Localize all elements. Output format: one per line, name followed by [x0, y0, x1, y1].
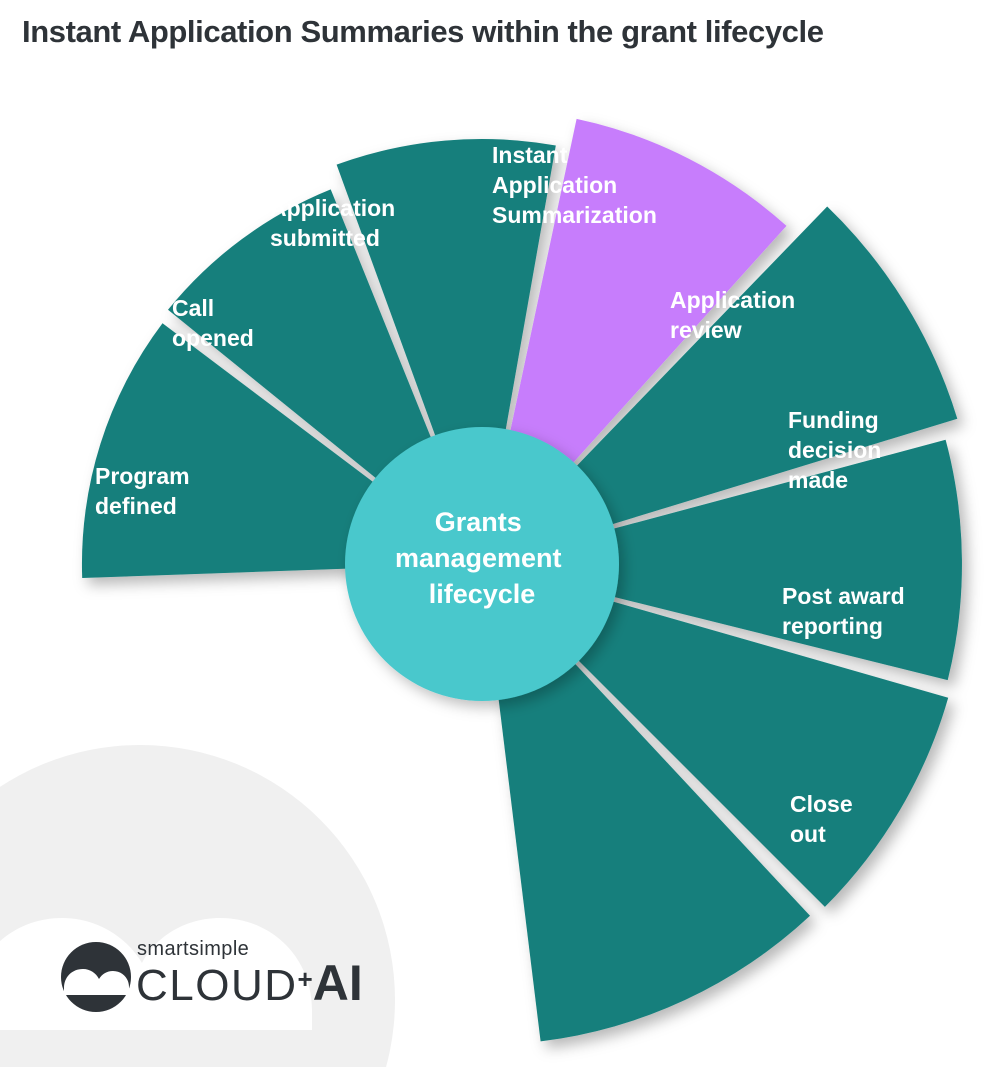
smartsimple-cloud-icon [61, 942, 131, 1012]
logo-cloud-word: CLOUD [136, 961, 298, 1010]
segment-funding-decision-made[interactable] [515, 439, 962, 681]
page-title: Instant Application Summaries within the… [22, 14, 824, 49]
logo-ai-word: AI [312, 955, 363, 1011]
hub-circle[interactable] [345, 427, 619, 701]
segment-label-close-out: Close out [790, 791, 859, 847]
segment-label-application-submitted: Application submitted [270, 195, 402, 251]
logo-wordmark: smartsimple CLOUD+AI [136, 938, 366, 1016]
segment-label-call-opened: Call opened [172, 295, 254, 351]
segment-label-post-award-reporting: Post award reporting [782, 583, 911, 639]
segment-close-out[interactable] [486, 589, 810, 1042]
segment-post-award-reporting[interactable] [506, 573, 949, 907]
hub-label: Grants management lifecycle [395, 507, 569, 609]
logo-smartsimple-text: smartsimple [137, 938, 250, 960]
segment-label-application-review: Application review [670, 287, 802, 343]
segment-label-funding-decision-made: Funding decision made [788, 407, 888, 493]
logo-plus-symbol: + [297, 964, 313, 994]
segment-instant-application-summarization[interactable] [489, 118, 787, 539]
segment-call-opened[interactable] [168, 189, 469, 542]
segment-label-instant-application-summarization: Instant Application Summarization [492, 142, 657, 228]
logo-cloud-ai-text: CLOUD+AI [136, 958, 363, 1008]
segment-application-review[interactable] [506, 206, 958, 554]
segment-label-program-defined: Program defined [95, 463, 196, 519]
segment-labels: Program defined Call opened Application … [95, 142, 911, 847]
smartsimple-cloud-ai-logo: smartsimple CLOUD+AI [60, 938, 363, 1016]
